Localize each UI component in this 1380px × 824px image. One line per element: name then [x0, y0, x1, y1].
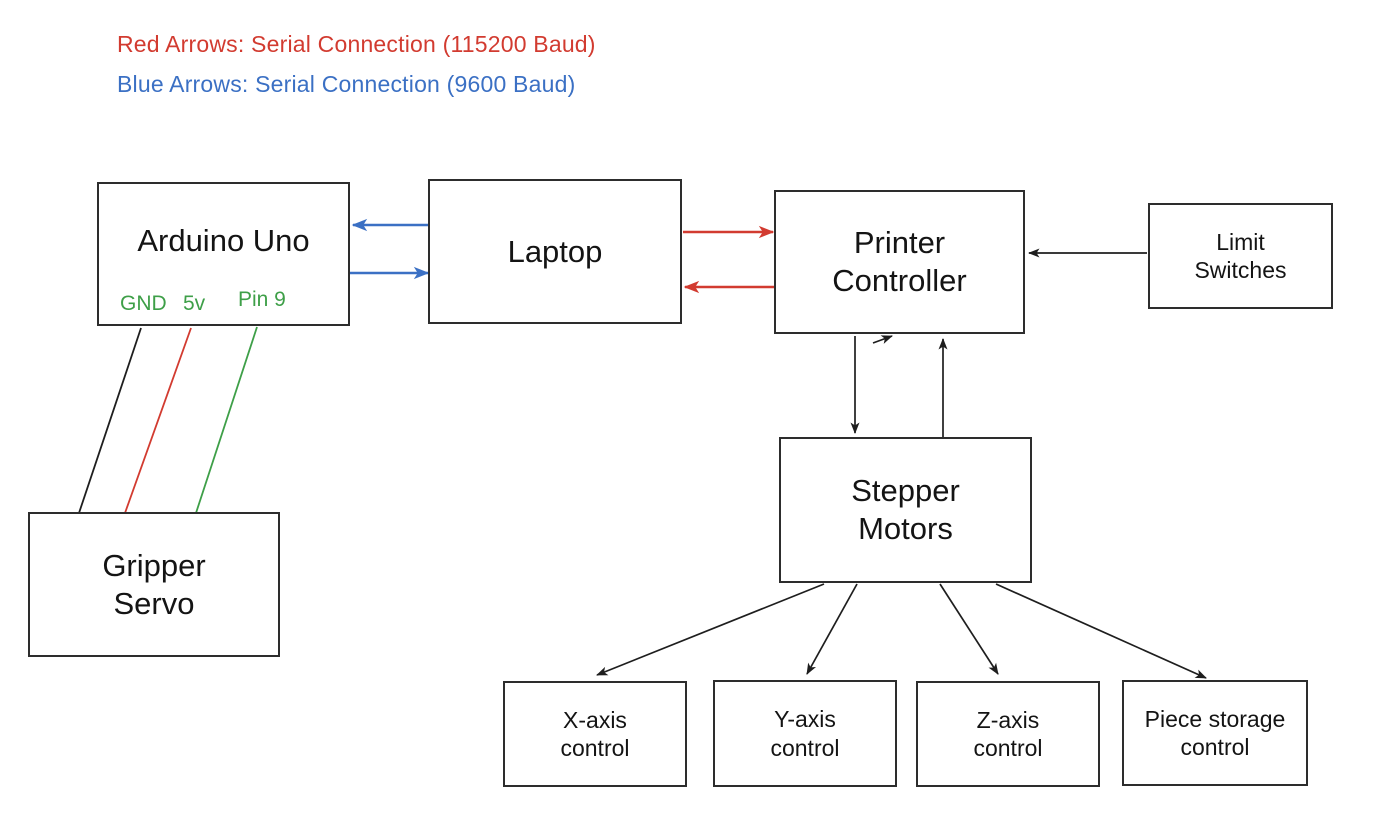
- node-printer-controller: Printer Controller: [774, 190, 1025, 334]
- node-gripper-servo: Gripper Servo: [28, 512, 280, 657]
- stray-arrowhead: [872, 335, 893, 344]
- legend-blue-arrows: Blue Arrows: Serial Connection (9600 Bau…: [117, 71, 576, 97]
- arrow-stepper-to-yaxis: [806, 583, 858, 675]
- node-arduino-uno-label: Arduino Uno: [137, 223, 310, 259]
- node-limit-switches-label: Limit Switches: [1194, 228, 1287, 283]
- node-x-axis-control-label: X-axis control: [560, 706, 630, 761]
- pin-label-5v: 5v: [183, 292, 206, 316]
- node-arduino-uno: Arduino Uno GND 5v Pin 9: [97, 182, 350, 326]
- node-y-axis-control-label: Y-axis control: [770, 706, 840, 761]
- node-limit-switches: Limit Switches: [1148, 203, 1333, 309]
- legend-red-arrows: Red Arrows: Serial Connection (115200 Ba…: [117, 31, 596, 57]
- node-x-axis-control: X-axis control: [503, 681, 687, 787]
- node-laptop-label: Laptop: [507, 233, 603, 269]
- pin-label-pin9: Pin 9: [238, 288, 286, 312]
- node-printer-controller-label: Printer Controller: [832, 225, 967, 298]
- wire-pin9: [195, 326, 258, 514]
- pin-label-gnd: GND: [120, 292, 167, 316]
- node-gripper-servo-label: Gripper Servo: [102, 547, 206, 621]
- node-laptop: Laptop: [428, 179, 682, 324]
- node-piece-storage-control: Piece storage control: [1122, 680, 1308, 786]
- node-stepper-motors-label: Stepper Motors: [851, 473, 960, 546]
- arrow-stepper-to-zaxis: [939, 583, 999, 675]
- wire-5v: [124, 327, 192, 514]
- arrow-stepper-to-xaxis: [596, 583, 825, 676]
- wire-gnd: [78, 327, 142, 514]
- node-stepper-motors: Stepper Motors: [779, 437, 1032, 583]
- node-y-axis-control: Y-axis control: [713, 680, 897, 787]
- node-z-axis-control: Z-axis control: [916, 681, 1100, 787]
- arrow-stepper-to-piece: [995, 583, 1207, 679]
- node-piece-storage-control-label: Piece storage control: [1144, 705, 1286, 760]
- node-z-axis-control-label: Z-axis control: [973, 706, 1043, 761]
